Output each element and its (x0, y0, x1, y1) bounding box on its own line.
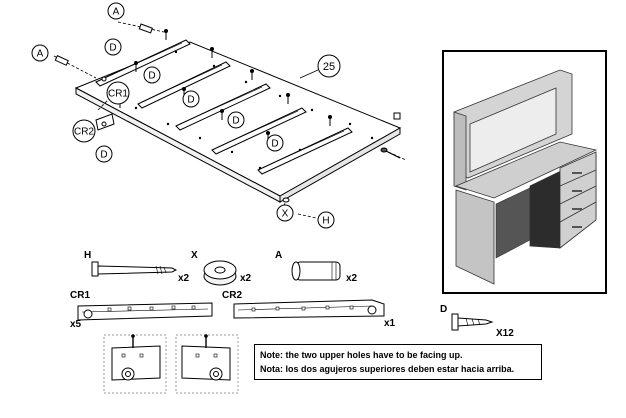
svg-text:D: D (109, 43, 116, 54)
product-preview (442, 50, 607, 294)
svg-text:D: D (232, 116, 239, 127)
svg-text:A: A (275, 250, 282, 261)
svg-text:X12: X12 (496, 328, 514, 339)
callout-d-5: D (266, 134, 284, 152)
svg-text:D: D (100, 150, 107, 161)
part-x: X x2 (191, 250, 252, 286)
callout-d-1: D (104, 38, 122, 56)
screw-h-right (380, 147, 401, 159)
callout-a-top: A (107, 2, 125, 20)
svg-text:x2: x2 (240, 273, 252, 284)
cam-a-top (138, 23, 153, 34)
runner-cr1-group (95, 39, 353, 175)
runner-cr1-2 (137, 61, 231, 109)
svg-text:x5: x5 (70, 319, 82, 330)
svg-text:x2: x2 (346, 273, 358, 284)
washer-x-on-panel (282, 197, 290, 203)
runner-cr1-5 (257, 127, 353, 175)
svg-text:A: A (113, 7, 120, 18)
svg-text:D: D (148, 71, 155, 82)
callout-cr1: CR1 (106, 81, 130, 105)
part-a: A x2 (275, 250, 358, 284)
svg-text:X: X (282, 209, 289, 220)
svg-text:X: X (191, 250, 198, 261)
svg-text:D: D (271, 139, 278, 150)
note-spanish: Nota: los dos agujeros superiores deben … (260, 364, 515, 374)
callout-d-4: D (227, 111, 245, 129)
callout-panel-25: 25 (299, 54, 341, 79)
part-h: H x2 (84, 250, 190, 284)
detail-view-right (175, 334, 239, 394)
svg-text:CR1: CR1 (70, 290, 90, 301)
svg-text:D: D (440, 304, 447, 315)
svg-text:D: D (187, 95, 194, 106)
reference-square (393, 112, 401, 120)
svg-text:x2: x2 (178, 273, 190, 284)
runner-cr1-4 (211, 107, 307, 155)
svg-text:CR2: CR2 (222, 290, 242, 301)
callout-a-left: A (31, 44, 49, 62)
detail-view-left (103, 334, 167, 394)
part-cr1: CR1 x5 (70, 290, 213, 330)
callout-h-bottom: H (297, 211, 335, 229)
svg-text:CR2: CR2 (74, 127, 94, 138)
callout-cr2: CR2 (72, 119, 96, 143)
svg-text:x1: x1 (384, 318, 396, 329)
runner-cr1-1 (95, 39, 191, 87)
svg-text:CR1: CR1 (108, 89, 128, 100)
callout-d-2: D (143, 66, 161, 84)
callout-x-bottom: X (276, 204, 294, 222)
callout-d-3: D (182, 90, 200, 108)
part-d: D X12 (440, 304, 514, 339)
runner-cr1-3 (175, 83, 271, 131)
part-cr2: CR2 x1 (222, 290, 396, 329)
runner-cr2-small (95, 113, 115, 131)
svg-text:25: 25 (323, 61, 335, 73)
svg-text:A: A (37, 49, 44, 60)
callout-d-6: D (95, 145, 113, 163)
orientation-note: Note: the two upper holes have to be fac… (254, 344, 542, 380)
svg-text:H: H (84, 250, 91, 261)
cam-a-left (54, 54, 69, 66)
note-english: Note: the two upper holes have to be fac… (260, 350, 463, 360)
svg-text:H: H (322, 216, 329, 227)
